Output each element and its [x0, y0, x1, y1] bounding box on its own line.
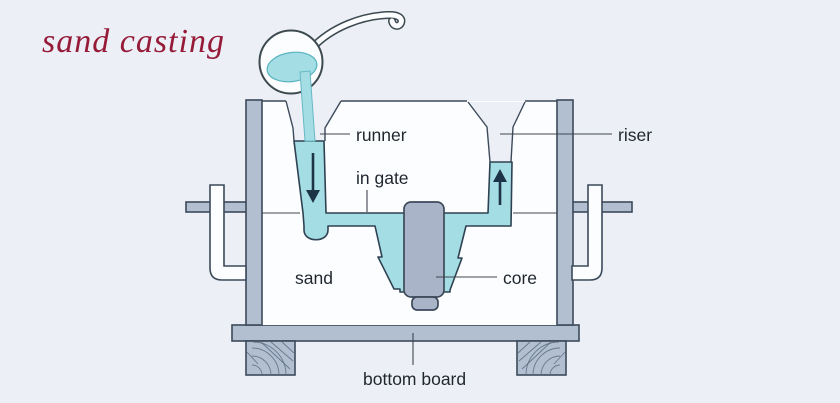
sand-label: sand	[295, 268, 333, 288]
in-gate-label: in gate	[356, 168, 409, 188]
ladle	[258, 10, 406, 142]
riser-label: riser	[618, 125, 652, 145]
molten-stream	[299, 70, 316, 142]
up-arrow-icon	[493, 169, 507, 205]
wood-block-right	[516, 340, 567, 376]
riser-funnel	[467, 101, 526, 163]
wood-block-left	[245, 340, 296, 376]
flask-wall-right	[556, 99, 574, 326]
molten-metal-channels	[293, 140, 513, 293]
core	[403, 201, 445, 311]
bottom-board	[231, 324, 580, 342]
clamp-hook-left	[209, 184, 247, 281]
down-arrow-icon	[306, 153, 320, 203]
runner-label: runner	[356, 125, 407, 145]
core-print	[411, 296, 439, 311]
page-title: sand casting	[42, 23, 225, 60]
bottom-board-label: bottom board	[363, 369, 466, 389]
clamp-hook-right	[571, 184, 603, 281]
flask-wall-left	[245, 99, 263, 326]
core-label: core	[503, 268, 537, 288]
